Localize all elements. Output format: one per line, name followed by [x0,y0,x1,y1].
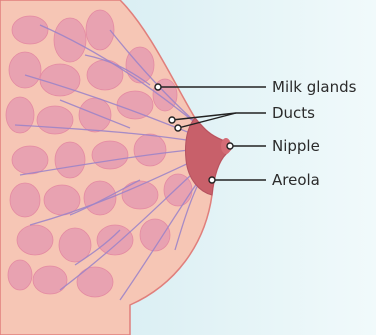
dot-milk-glands [155,84,161,90]
dot-ducts-2 [175,125,181,131]
label-nipple: Nipple [272,137,320,155]
label-ducts: Ducts [272,104,315,122]
dot-ducts-1 [169,117,175,123]
dot-nipple [227,143,233,149]
label-milk-glands: Milk glands [272,78,357,96]
dot-areola [209,177,215,183]
label-areola: Areola [272,171,320,189]
